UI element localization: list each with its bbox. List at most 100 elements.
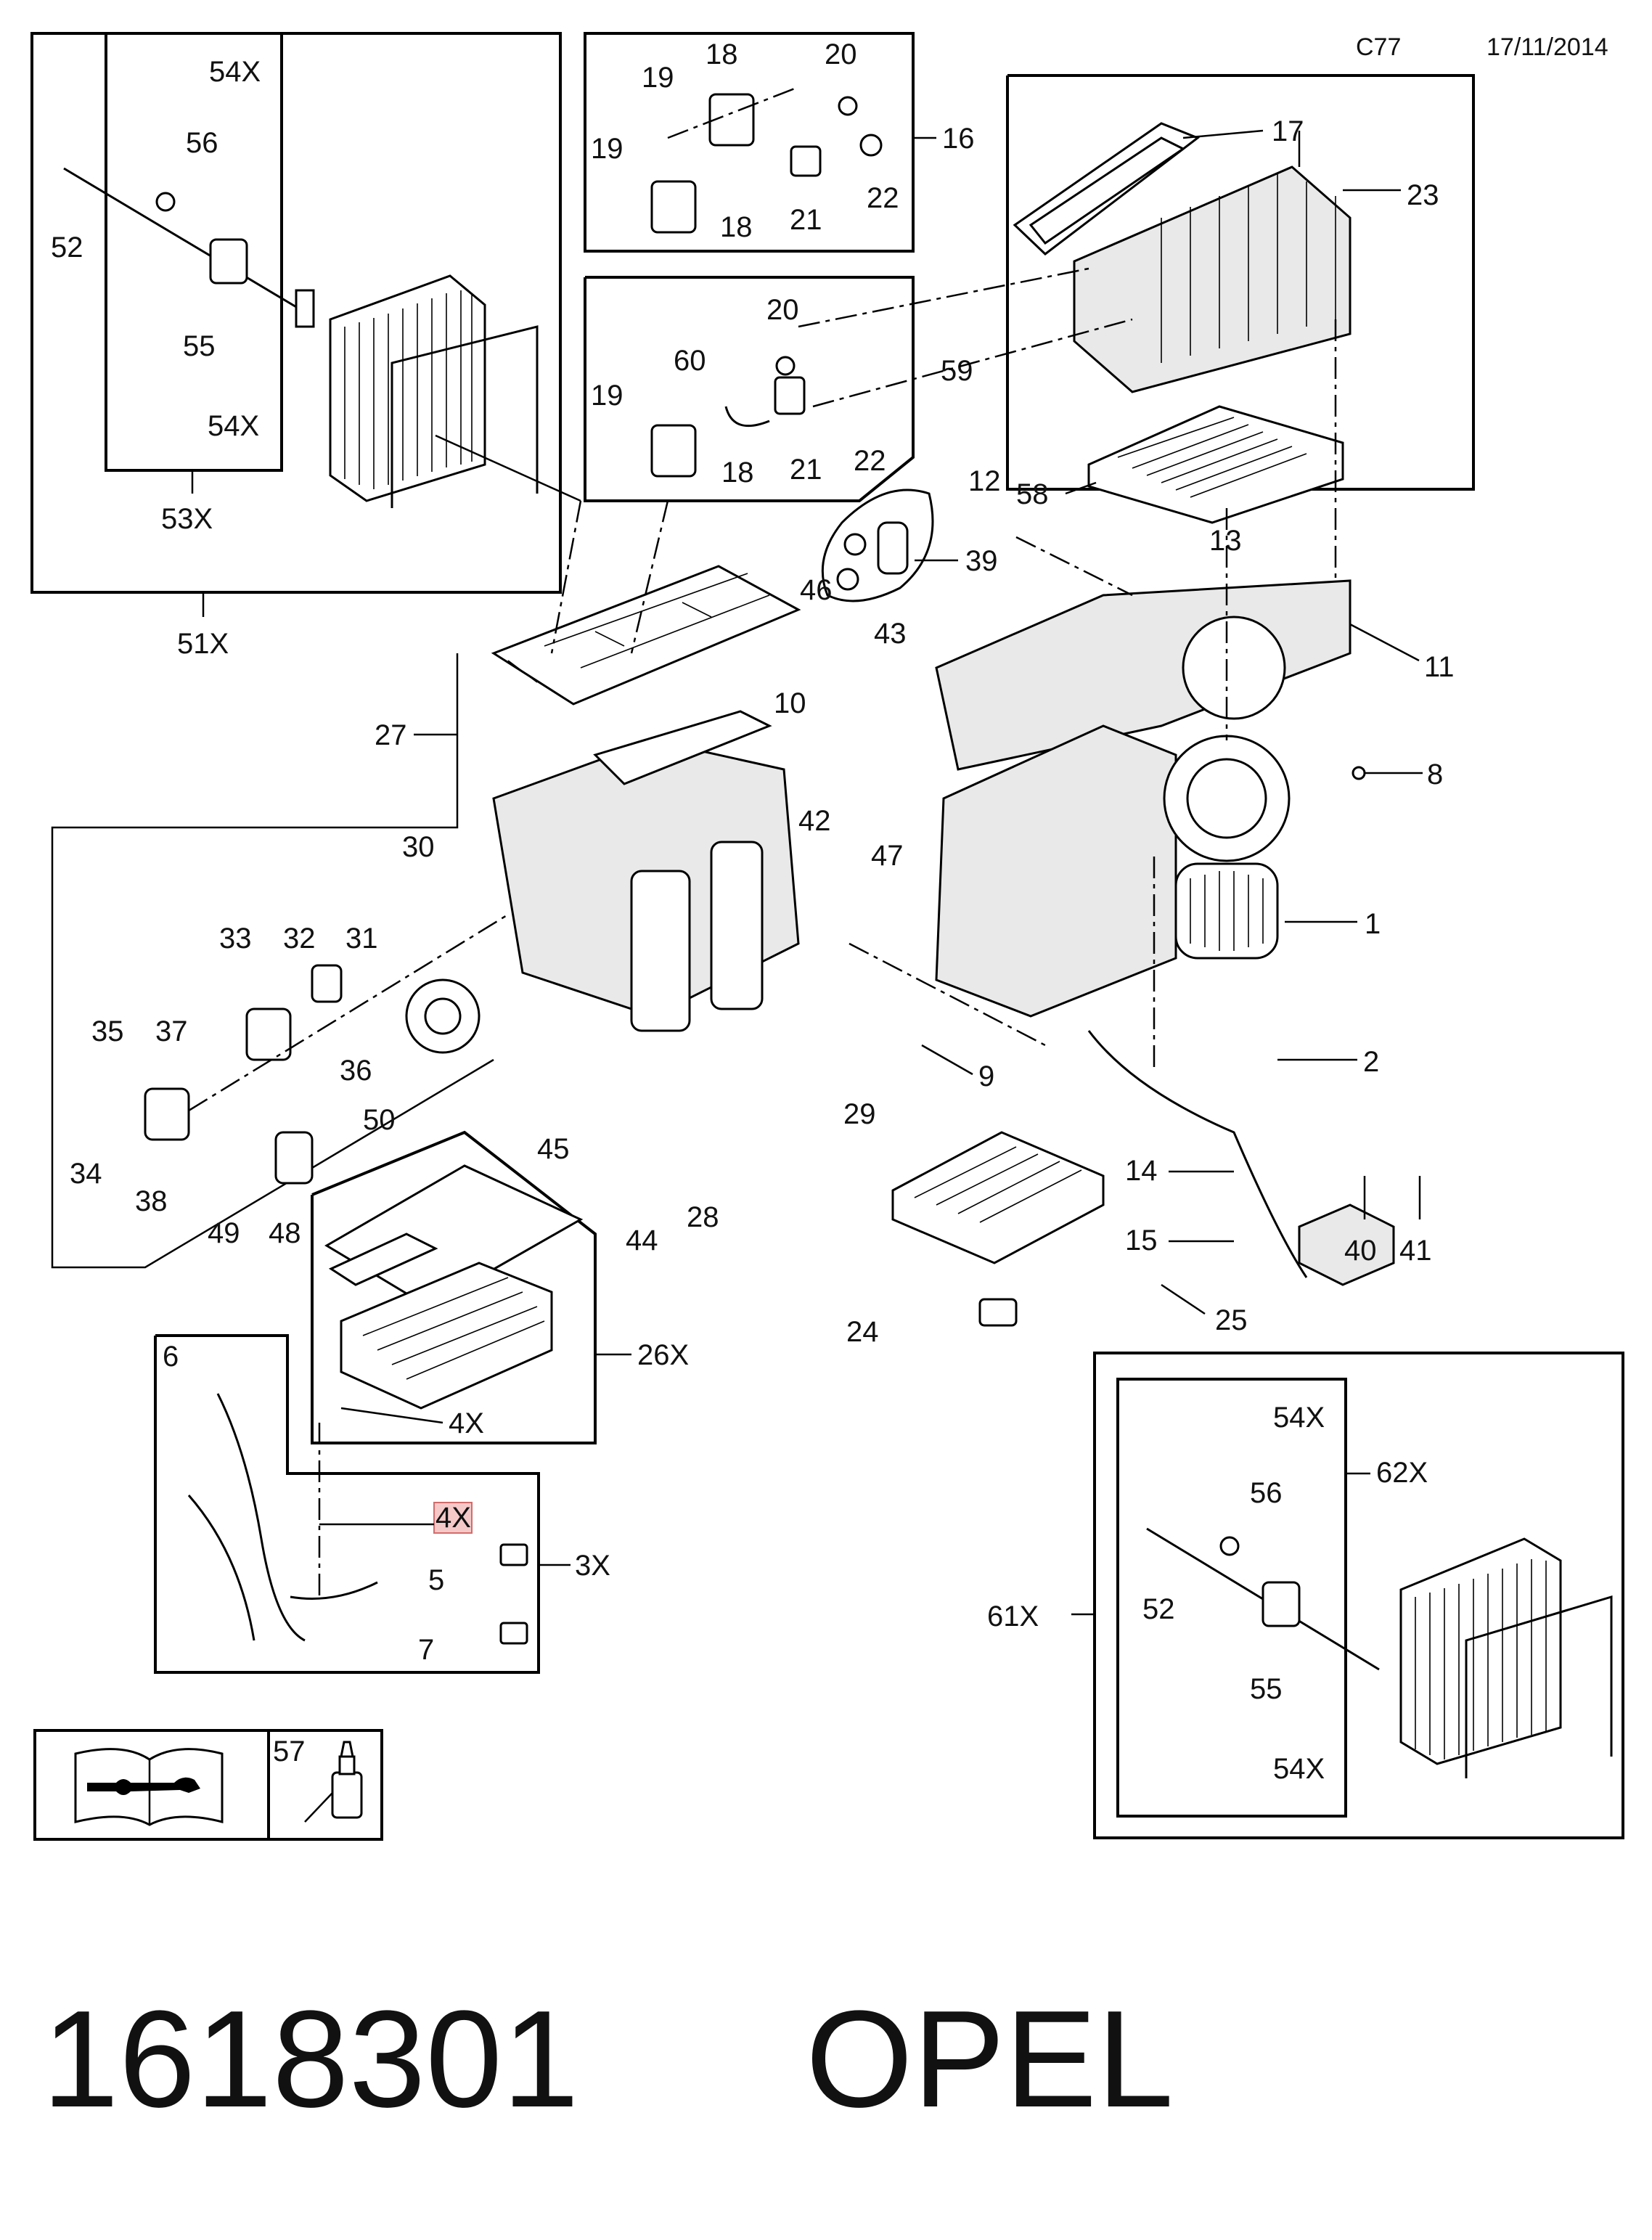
callout-54x: 54X — [1273, 1753, 1325, 1785]
callout-56: 56 — [186, 127, 218, 159]
cabin-filter-58 — [1087, 405, 1344, 524]
callout-19: 19 — [591, 380, 623, 412]
callout-4x: 4X — [436, 1502, 471, 1534]
callout-23: 23 — [1407, 179, 1439, 211]
callout-20: 20 — [766, 294, 799, 326]
diagram-code: C77 — [1356, 33, 1401, 61]
callout-19: 19 — [591, 133, 623, 165]
callout-4x: 4X — [449, 1407, 484, 1439]
group-3x-hoses — [154, 1334, 540, 1674]
callout-44: 44 — [626, 1225, 658, 1256]
dashed-leaders — [318, 267, 1337, 1597]
grommet-8 — [1352, 766, 1366, 780]
callout-48: 48 — [269, 1217, 301, 1249]
callout-51x: 51X — [177, 628, 229, 660]
callout-13: 13 — [1209, 525, 1242, 557]
callout-14: 14 — [1125, 1155, 1158, 1187]
callout-62x: 62X — [1376, 1457, 1428, 1489]
callout-16: 16 — [942, 123, 975, 155]
cap-5 — [499, 1543, 528, 1566]
cap-7 — [499, 1622, 528, 1645]
footer-brand: OPEL — [806, 1982, 1174, 2136]
callout-21: 21 — [790, 204, 822, 236]
callout-31: 31 — [345, 923, 378, 955]
callout-28: 28 — [687, 1201, 719, 1233]
callout-35: 35 — [91, 1015, 124, 1047]
callout-36: 36 — [340, 1055, 372, 1087]
callout-53x: 53X — [161, 503, 213, 535]
callout-45: 45 — [537, 1133, 570, 1165]
callout-55: 55 — [1250, 1673, 1283, 1705]
callout-40: 40 — [1344, 1235, 1377, 1267]
group-blower-housing-upper — [1006, 74, 1475, 524]
open-book-wrench-icon — [74, 1748, 224, 1826]
callout-56: 56 — [1250, 1477, 1283, 1509]
callout-18: 18 — [721, 457, 754, 489]
heater-core-61x — [1399, 1537, 1613, 1778]
callout-46: 46 — [800, 574, 833, 606]
callout-21: 21 — [790, 454, 822, 486]
callout-54x: 54X — [1273, 1402, 1325, 1434]
callout-9: 9 — [978, 1060, 994, 1092]
group-16-actuators-upper — [584, 32, 936, 253]
callout-1: 1 — [1365, 908, 1381, 940]
callout-11: 11 — [1424, 651, 1455, 683]
callout-12: 12 — [968, 465, 1001, 497]
callout-25: 25 — [1215, 1304, 1248, 1336]
callout-55: 55 — [183, 330, 216, 362]
callout-57: 57 — [273, 1736, 306, 1767]
callout-19: 19 — [642, 62, 674, 94]
callout-47: 47 — [871, 840, 904, 872]
footer-part-number: 1618301 — [42, 1982, 579, 2136]
callout-27: 27 — [375, 719, 407, 751]
callout-15: 15 — [1125, 1225, 1158, 1256]
callout-39: 39 — [965, 545, 998, 577]
callout-50: 50 — [363, 1104, 396, 1136]
callout-52: 52 — [1142, 1593, 1175, 1625]
callout-22: 22 — [867, 182, 899, 214]
callout-18: 18 — [706, 38, 738, 70]
callout-10: 10 — [774, 687, 806, 719]
left-actuator-cluster — [144, 913, 509, 1185]
callout-38: 38 — [135, 1185, 168, 1217]
callout-8: 8 — [1427, 759, 1443, 790]
callout-41: 41 — [1399, 1235, 1432, 1267]
callout-54x: 54X — [208, 410, 259, 442]
callout-17: 17 — [1272, 115, 1304, 147]
legend-box — [33, 1729, 383, 1841]
callout-30: 30 — [402, 831, 435, 863]
group-61x-heater-core-kit — [1071, 1352, 1624, 1839]
heater-core-51x — [329, 274, 539, 508]
callout-26x: 26X — [637, 1339, 689, 1371]
callout-7: 7 — [418, 1634, 434, 1666]
evaporator-core-24 — [891, 1131, 1105, 1327]
diagram-date: 17/11/2014 — [1487, 33, 1608, 61]
main-hvac-housing — [492, 579, 1352, 1032]
callout-37: 37 — [155, 1015, 188, 1047]
callout-2: 2 — [1363, 1046, 1379, 1078]
callout-33: 33 — [219, 923, 252, 955]
group-59-actuators-lower — [584, 276, 915, 502]
callout-59: 59 — [941, 355, 973, 387]
callout-49: 49 — [208, 1217, 240, 1249]
air-inlet-grille-27 — [491, 565, 801, 706]
callout-43: 43 — [874, 618, 907, 650]
seal-gasket-39 — [821, 489, 934, 602]
callout-34: 34 — [70, 1158, 102, 1190]
callout-54x: 54X — [209, 56, 261, 88]
callout-24: 24 — [846, 1316, 879, 1348]
blower-resistor-40 — [1298, 1203, 1395, 1286]
callout-highlight — [433, 1502, 473, 1534]
callout-32: 32 — [283, 923, 316, 955]
callout-58: 58 — [1016, 478, 1049, 510]
callout-5: 5 — [428, 1564, 444, 1596]
blower-motor-1 — [1174, 862, 1279, 960]
group-51x-heater-core-kit — [30, 32, 581, 617]
callout-61x: 61X — [987, 1601, 1039, 1632]
callout-52: 52 — [51, 232, 83, 263]
group-26x-evaporator — [311, 1130, 597, 1444]
callout-60: 60 — [674, 345, 706, 377]
callout-6: 6 — [163, 1341, 179, 1373]
callout-42: 42 — [798, 805, 831, 837]
